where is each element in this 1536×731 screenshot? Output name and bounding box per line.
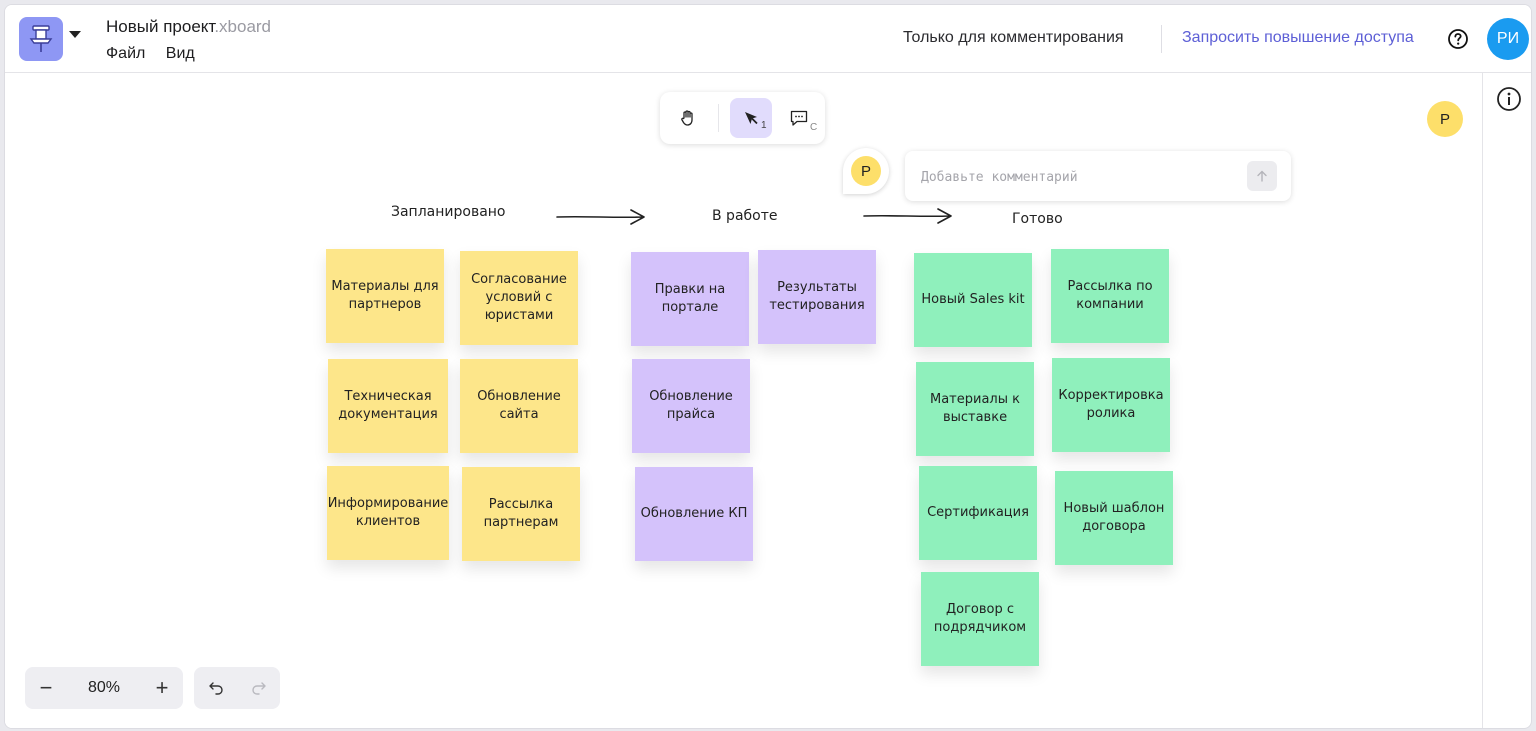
comment-icon xyxy=(790,110,808,126)
flow-arrow-1 xyxy=(556,209,645,225)
user-avatar[interactable]: РИ xyxy=(1487,18,1529,60)
comment-shortcut-hint: C xyxy=(810,122,818,133)
sticky-note[interactable]: Техническая документация xyxy=(328,359,448,453)
right-rail-divider xyxy=(1482,73,1483,728)
menu-bar: Файл Вид xyxy=(106,45,211,63)
toolbar-separator xyxy=(718,104,719,132)
header-divider xyxy=(1161,25,1162,53)
sticky-note[interactable]: Рассылка партнерам xyxy=(462,467,580,561)
header: Новый проект.xboard Файл Вид Только для … xyxy=(5,5,1531,73)
undo-icon xyxy=(208,682,223,695)
help-icon[interactable] xyxy=(1447,28,1469,50)
send-comment-button[interactable] xyxy=(1247,161,1277,191)
app-menu-button[interactable] xyxy=(19,17,63,61)
request-access-link[interactable]: Запросить повышение доступа xyxy=(1182,29,1414,46)
column-label-in-progress: В работе xyxy=(712,208,778,224)
redo-icon xyxy=(251,682,266,695)
sticky-note[interactable]: Обновление прайса xyxy=(632,359,750,453)
sticky-note[interactable]: Согласование условий с юристами xyxy=(460,251,578,345)
hand-icon xyxy=(681,110,693,126)
comment-input[interactable] xyxy=(919,161,1243,193)
zoom-in-button[interactable]: + xyxy=(155,675,169,700)
document-extension: .xboard xyxy=(214,17,272,36)
comment-tool-button[interactable]: C xyxy=(778,98,820,138)
zoom-out-button[interactable]: − xyxy=(39,675,53,700)
sticky-note[interactable]: Обновление сайта xyxy=(460,359,578,453)
document-name: Новый проект xyxy=(106,17,215,36)
select-shortcut-hint: 1 xyxy=(761,120,767,131)
tool-palette: 1 C xyxy=(660,92,825,144)
sticky-note[interactable]: Информирование клиентов xyxy=(327,466,449,560)
comment-pin-avatar: Р xyxy=(851,156,881,186)
select-tool-button[interactable]: 1 xyxy=(730,98,772,138)
column-label-done: Готово xyxy=(1012,211,1063,227)
chevron-down-icon[interactable] xyxy=(69,31,81,38)
history-controls xyxy=(194,667,280,709)
sticky-note[interactable]: Материалы для партнеров xyxy=(326,249,444,343)
access-mode-label: Только для комментирования xyxy=(903,29,1124,46)
menu-file[interactable]: Файл xyxy=(106,45,146,62)
sticky-note[interactable]: Рассылка по компании xyxy=(1051,249,1169,343)
hand-tool-button[interactable] xyxy=(667,98,709,138)
sticky-note[interactable]: Результаты тестирования xyxy=(758,250,876,344)
zoom-controls: − 80% + xyxy=(25,667,183,709)
undo-button[interactable] xyxy=(194,667,237,709)
sticky-note[interactable]: Корректировка ролика xyxy=(1052,358,1170,452)
document-title[interactable]: Новый проект.xboard xyxy=(106,17,271,37)
sticky-note[interactable]: Правки на портале xyxy=(631,252,749,346)
menu-view[interactable]: Вид xyxy=(165,45,195,62)
redo-button[interactable] xyxy=(237,667,280,709)
sticky-note[interactable]: Новый шаблон договора xyxy=(1055,471,1173,565)
comment-pin[interactable]: Р xyxy=(843,148,889,194)
cursor-icon xyxy=(745,112,758,125)
info-icon[interactable] xyxy=(1496,86,1522,112)
sticky-note[interactable]: Договор с подрядчиком xyxy=(921,572,1039,666)
app-window: Новый проект.xboard Файл Вид Только для … xyxy=(4,4,1532,729)
sticky-note[interactable]: Новый Sales kit xyxy=(914,253,1032,347)
flow-arrow-2 xyxy=(863,208,952,224)
arrow-up-icon xyxy=(1257,170,1267,182)
pushpin-icon xyxy=(29,25,53,52)
zoom-level[interactable]: 80% xyxy=(87,679,121,696)
sticky-note[interactable]: Сертификация xyxy=(919,466,1037,560)
board-canvas[interactable]: 1 C Р Р Запланировано В работе xyxy=(5,73,1481,728)
column-label-planned: Запланировано xyxy=(391,204,506,220)
collaborator-avatar[interactable]: Р xyxy=(1427,101,1463,137)
comment-composer xyxy=(905,151,1291,201)
sticky-note[interactable]: Обновление КП xyxy=(635,467,753,561)
sticky-note[interactable]: Материалы к выставке xyxy=(916,362,1034,456)
